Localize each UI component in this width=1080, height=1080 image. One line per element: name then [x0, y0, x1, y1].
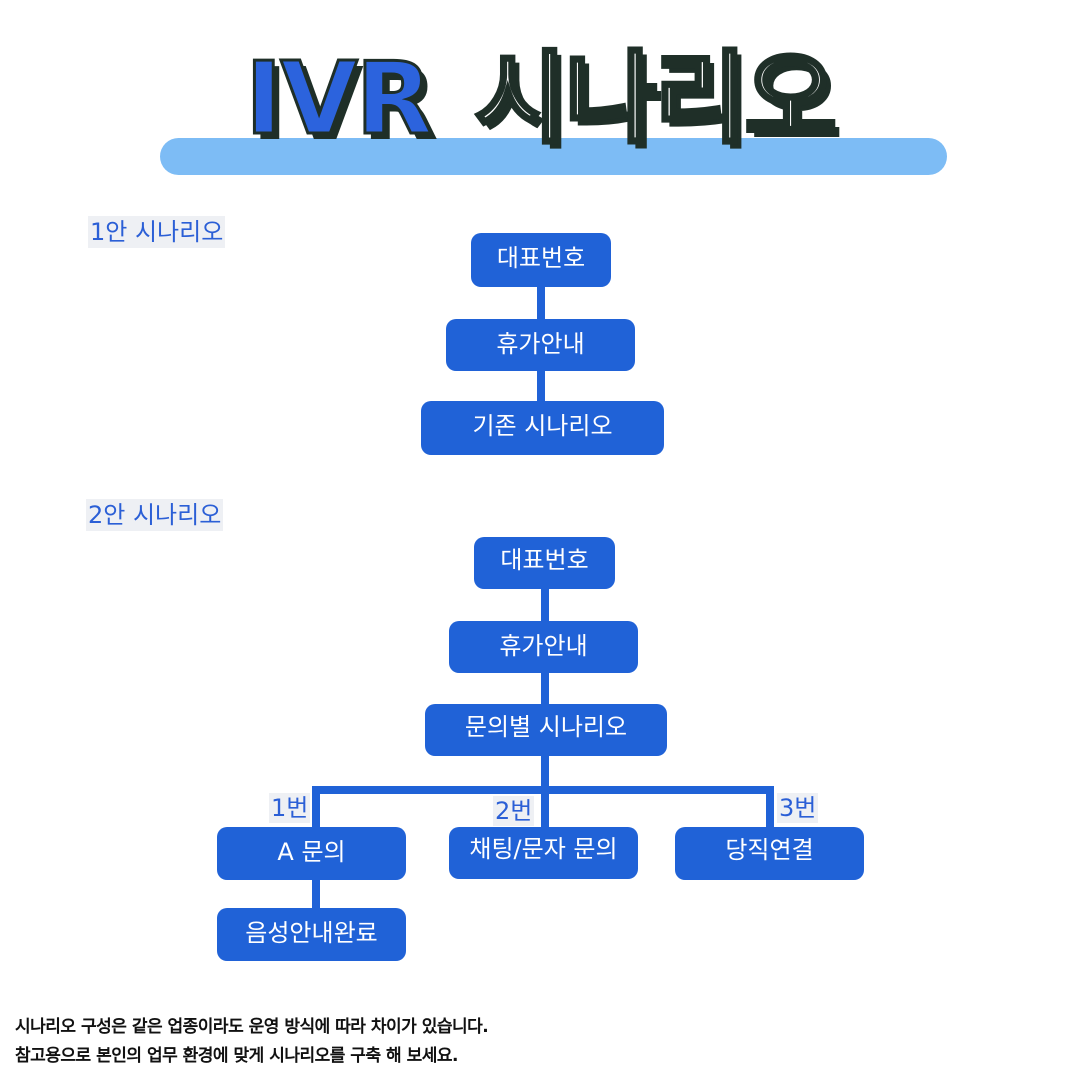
scenario2-node-chat-sms-inquiry: 채팅/문자 문의	[449, 827, 638, 879]
scenario2-branch-drop-2	[541, 786, 549, 828]
scenario2-node-inquiry-scenario: 문의별 시나리오	[425, 704, 667, 756]
branch-number-3: 3번	[777, 793, 819, 823]
scenario2-node-voice-guide-complete: 음성안내완료	[217, 908, 406, 961]
branch-number-2: 2번	[493, 796, 535, 826]
scenario2-connector-child	[312, 878, 320, 910]
title-scenario: 시나리오	[473, 38, 839, 159]
scenario2-branch-drop-1	[312, 786, 320, 828]
scenario2-node-main-number: 대표번호	[474, 537, 615, 589]
footer-line-2: 참고용으로 본인의 업무 환경에 맞게 시나리오를 구축 해 보세요.	[15, 1046, 458, 1066]
scenario2-branch-drop-3	[766, 786, 774, 828]
footer-line-1: 시나리오 구성은 같은 업종이라도 운영 방식에 따라 차이가 있습니다.	[15, 1017, 489, 1037]
scenario1-connector-1	[537, 286, 545, 320]
scenario1-node-main-number: 대표번호	[471, 233, 611, 287]
scenario1-node-holiday-notice: 휴가안내	[446, 319, 635, 371]
scenario2-node-on-duty-connect: 당직연결	[675, 827, 864, 880]
scenario2-connector-1	[541, 588, 549, 622]
scenario2-connector-2	[541, 672, 549, 706]
title-underline-bar	[160, 138, 947, 175]
scenario1-connector-2	[537, 370, 545, 402]
scenario2-connector-trunk	[541, 754, 549, 794]
title-ivr: IVR	[244, 39, 435, 159]
scenario1-node-existing-scenario: 기존 시나리오	[421, 401, 664, 455]
footer-note: 시나리오 구성은 같은 업종이라도 운영 방식에 따라 차이가 있습니다. 참고…	[15, 1013, 489, 1071]
branch-number-1: 1번	[269, 793, 311, 823]
scenario2-label: 2안 시나리오	[86, 499, 224, 531]
scenario1-label: 1안 시나리오	[88, 216, 226, 248]
scenario2-node-holiday-notice: 휴가안내	[449, 621, 638, 673]
scenario2-node-a-inquiry: A 문의	[217, 827, 406, 880]
page-title: IVR 시나리오	[0, 34, 1080, 164]
